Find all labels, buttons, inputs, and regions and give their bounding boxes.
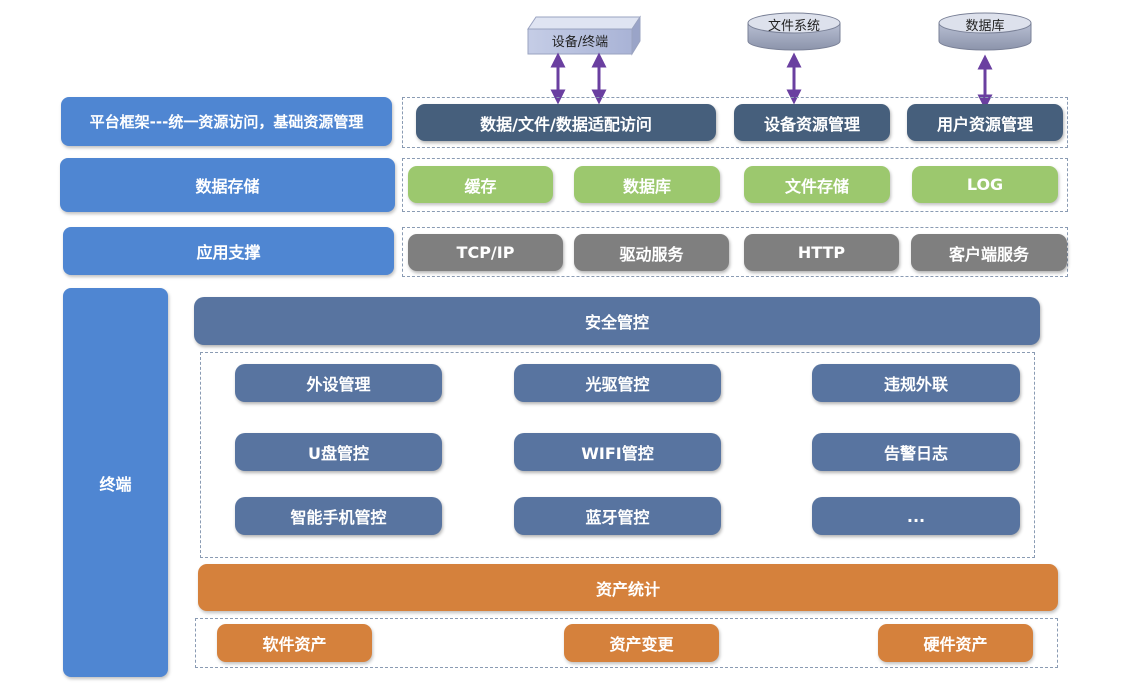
more-controls: ...: [812, 497, 1020, 535]
filesystem-cylinder-icon: [747, 12, 841, 51]
alarm-log: 告警日志: [812, 433, 1020, 471]
security-control-bar: 安全管控: [194, 297, 1040, 345]
device-resource-management: 设备资源管理: [734, 104, 890, 141]
peripheral-management: 外设管理: [235, 364, 442, 402]
log-box: LOG: [912, 166, 1058, 203]
device-terminal-icon: [527, 15, 641, 56]
smartphone-control: 智能手机管控: [235, 497, 442, 535]
data-file-adapter-access: 数据/文件/数据适配访问: [416, 104, 716, 141]
data-storage-label: 数据存储: [60, 158, 395, 212]
framework-label: 平台框架---统一资源访问，基础资源管理: [61, 97, 392, 146]
software-assets: 软件资产: [217, 624, 372, 662]
usb-drive-control: U盘管控: [235, 433, 442, 471]
terminal-label: 终端: [63, 288, 168, 677]
asset-statistics-bar: 资产统计: [198, 564, 1058, 611]
user-resource-management: 用户资源管理: [907, 104, 1063, 141]
illegal-outreach: 违规外联: [812, 364, 1020, 402]
asset-changes: 资产变更: [564, 624, 719, 662]
optical-drive-control: 光驱管控: [514, 364, 721, 402]
hardware-assets: 硬件资产: [878, 624, 1033, 662]
database-box: 数据库: [574, 166, 720, 203]
framework-container: [402, 97, 1068, 148]
storage-container: [402, 158, 1068, 212]
top-connectors: [527, 12, 1032, 110]
controls-container: [200, 352, 1035, 558]
tcp-ip-box: TCP/IP: [408, 234, 563, 271]
database-label: 数据库: [965, 19, 1005, 34]
http-box: HTTP: [744, 234, 899, 271]
file-storage-box: 文件存储: [744, 166, 890, 203]
driver-service-box: 驱动服务: [574, 234, 729, 271]
wifi-control: WIFI管控: [514, 433, 721, 471]
client-service-box: 客户端服务: [911, 234, 1067, 271]
database-cylinder-icon: [938, 12, 1032, 51]
cache-box: 缓存: [408, 166, 553, 203]
assets-container: [195, 618, 1058, 668]
app-support-container: [402, 227, 1068, 277]
device-terminal-label: 设备/终端: [551, 35, 609, 50]
bluetooth-control: 蓝牙管控: [514, 497, 721, 535]
filesystem-label: 文件系统: [767, 19, 820, 34]
app-support-label: 应用支撑: [63, 227, 394, 275]
